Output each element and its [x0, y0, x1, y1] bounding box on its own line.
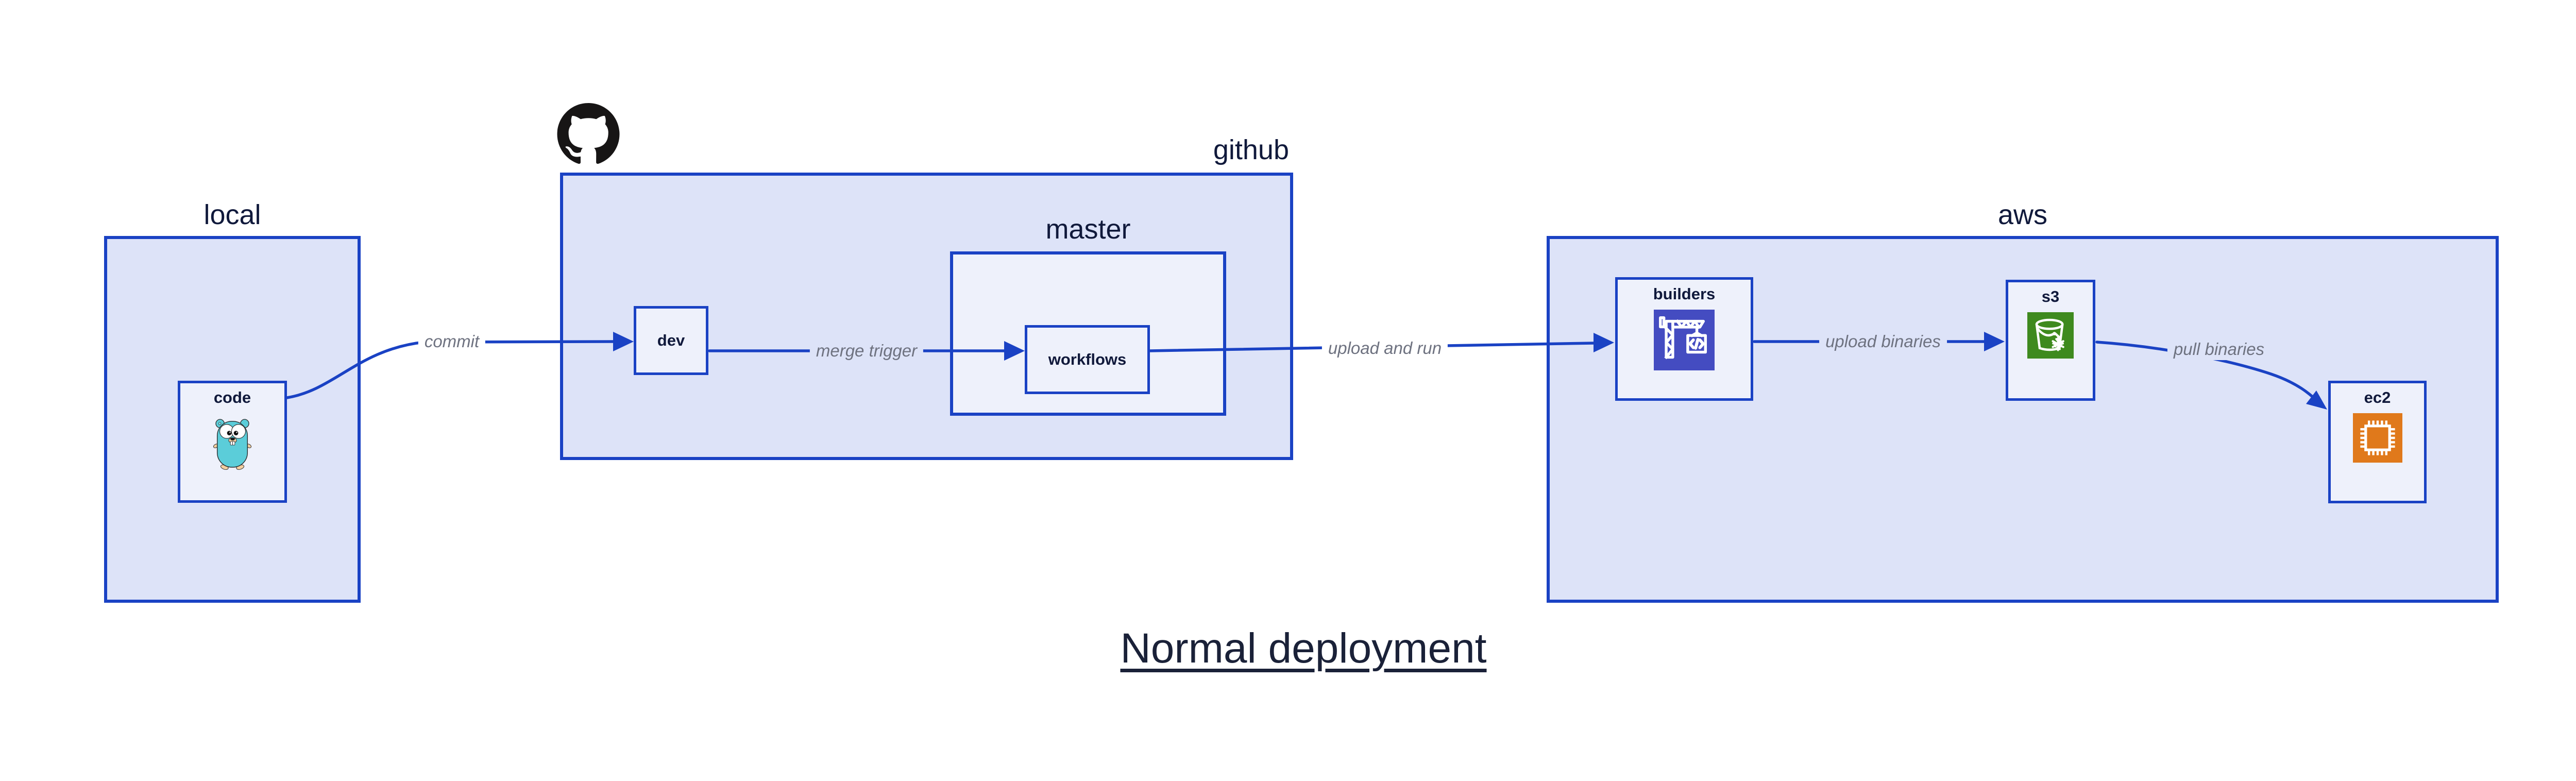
- s3-bucket-icon: [2027, 312, 2074, 359]
- upload-binaries-edge-label: upload binaries: [1819, 331, 1947, 352]
- commit-edge-label: commit: [418, 331, 486, 352]
- upload-and-run-edge-label: upload and run: [1321, 337, 1448, 359]
- github-octocat-logo-icon: [556, 103, 620, 168]
- code-node: code: [178, 381, 287, 503]
- merge-trigger-edge-label: merge trigger: [809, 340, 924, 362]
- cpu-chip-icon: [2352, 413, 2402, 463]
- go-gopher-icon: [213, 419, 252, 470]
- s3-node: s3: [2006, 280, 2095, 401]
- crane-codebuild-icon: [1654, 310, 1715, 370]
- builders-node: builders: [1615, 277, 1753, 401]
- dev-node-label: dev: [657, 331, 685, 349]
- pull-binaries-edge-label: pull binaries: [2167, 338, 2271, 360]
- aws-container-label: aws: [1997, 199, 2048, 230]
- ec2-node-label: ec2: [2364, 388, 2391, 406]
- builders-node-label: builders: [1653, 285, 1716, 303]
- code-node-label: code: [213, 388, 251, 406]
- github-container-label: github: [1213, 134, 1289, 165]
- workflows-node: workflows: [1025, 325, 1150, 394]
- local-container-label: local: [204, 199, 261, 230]
- dev-node: dev: [634, 306, 708, 375]
- workflows-node-label: workflows: [1048, 350, 1127, 368]
- ec2-node: ec2: [2328, 381, 2427, 503]
- diagram-title: Normal deployment: [1120, 625, 1487, 672]
- master-container-label: master: [1045, 214, 1131, 245]
- s3-node-label: s3: [2041, 287, 2060, 305]
